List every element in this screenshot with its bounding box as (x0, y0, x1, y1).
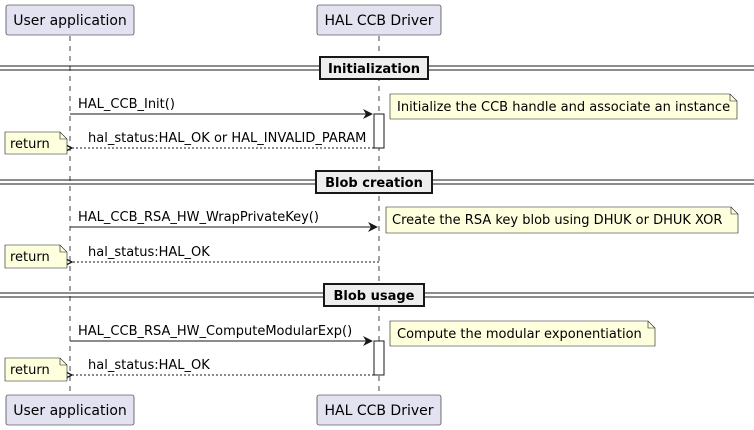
message-wrap-return: hal_status:HAL_OK (72, 245, 379, 262)
note-label: Create the RSA key blob using DHUK or DH… (392, 213, 722, 228)
participant-user-top: User application (5, 4, 135, 36)
participant-hal-top: HAL CCB Driver (316, 4, 442, 36)
activation-bar (373, 113, 385, 149)
message-wrap-call: HAL_CCB_RSA_HW_WrapPrivateKey() (70, 210, 378, 232)
divider-label: Blob usage (333, 289, 414, 304)
participant-hal-label: HAL CCB Driver (324, 403, 433, 419)
note-return-2: return (4, 244, 68, 269)
divider-label: Blob creation (325, 176, 423, 191)
message-exp-call: HAL_CCB_RSA_HW_ComputeModularExp() (70, 324, 373, 346)
note-init: Initialize the CCB handle and associate … (389, 93, 738, 120)
participant-user-label: User application (13, 403, 127, 419)
divider-blob-creation: Blob creation (0, 170, 754, 194)
note-return-3: return (4, 357, 68, 382)
note-wrap: Create the RSA key blob using DHUK or DH… (385, 206, 739, 234)
message-label: HAL_CCB_RSA_HW_ComputeModularExp() (78, 324, 352, 339)
note-label: return (10, 363, 50, 378)
message-label: hal_status:HAL_OK (88, 245, 210, 260)
note-label: Compute the modular exponentiation (397, 327, 642, 342)
note-label: return (10, 250, 50, 265)
message-exp-return: hal_status:HAL_OK (72, 358, 374, 375)
divider-initialization: Initialization (0, 56, 754, 80)
message-label: HAL_CCB_RSA_HW_WrapPrivateKey() (78, 210, 319, 225)
participant-hal-label: HAL CCB Driver (324, 13, 433, 29)
participant-user-label: User application (13, 13, 127, 29)
message-label: hal_status:HAL_OK or HAL_INVALID_PARAM (88, 131, 366, 146)
message-label: hal_status:HAL_OK (88, 358, 210, 373)
note-exp: Compute the modular exponentiation (389, 320, 656, 347)
activation-bar (373, 340, 385, 376)
message-init-return: hal_status:HAL_OK or HAL_INVALID_PARAM (72, 131, 374, 148)
note-return-1: return (4, 131, 68, 155)
divider-blob-usage: Blob usage (0, 283, 754, 307)
note-label: return (10, 137, 50, 152)
message-init-call: HAL_CCB_Init() (70, 97, 373, 119)
message-label: HAL_CCB_Init() (78, 97, 175, 112)
note-label: Initialize the CCB handle and associate … (397, 100, 730, 115)
participant-user-bottom: User application (5, 394, 135, 426)
participant-hal-bottom: HAL CCB Driver (316, 394, 442, 426)
divider-label: Initialization (328, 62, 420, 77)
